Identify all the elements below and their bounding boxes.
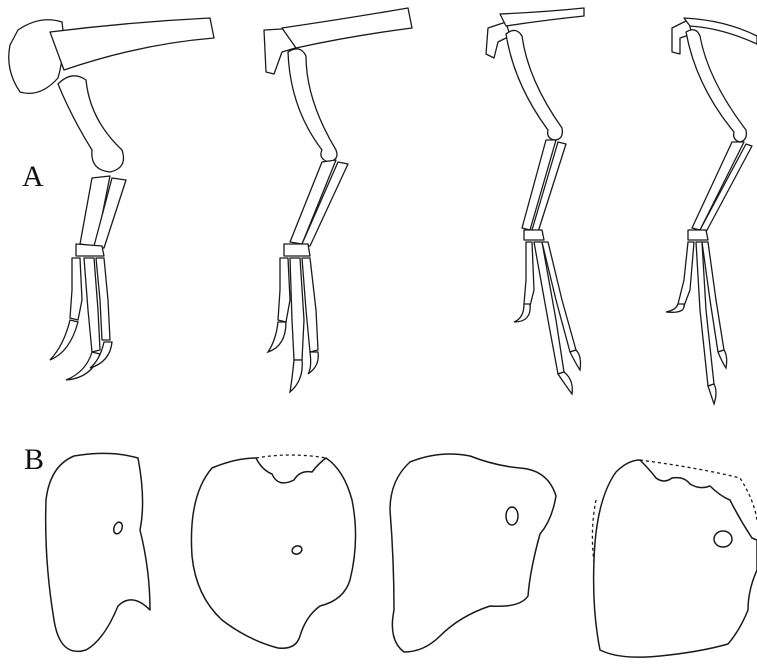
limb-3-claw-2: [558, 372, 572, 394]
outline-shape-1: [46, 453, 150, 651]
outline-2-missing-edge: [256, 455, 326, 458]
limb-3-digit-1: [524, 242, 534, 306]
limb-3-scapula: [500, 8, 584, 26]
outline-shape-4: [592, 460, 757, 657]
outline-4-foramen: [714, 531, 732, 547]
outline-2-contour: [191, 458, 355, 648]
limb-3-carpals: [524, 230, 544, 240]
limb-2-claw-2: [290, 360, 302, 392]
limb-4-claw-1: [666, 304, 684, 312]
limb-skeleton-2: [264, 8, 412, 392]
limb-3-claw-1: [514, 304, 530, 322]
limb-2-scapula: [282, 8, 412, 48]
limb-1-humerus: [58, 76, 124, 172]
outline-shape-3: [390, 454, 556, 652]
limb-4-digit-1: [678, 242, 694, 306]
limb-2-claw-1: [268, 322, 286, 352]
outline-shape-2: [191, 455, 355, 648]
limb-2-digit-2: [290, 258, 304, 360]
limb-4-carpals: [688, 230, 708, 240]
limb-3-humerus: [506, 30, 562, 140]
outline-4-contour: [594, 460, 757, 657]
limb-2-digit-3: [302, 258, 318, 352]
limb-2-humerus: [288, 49, 337, 162]
limb-1-claw-1: [50, 320, 78, 360]
limb-4-claw-2: [708, 384, 716, 404]
outline-3-foramen: [506, 507, 518, 525]
limb-1-carpals: [76, 244, 104, 256]
limb-1-digit-1: [70, 258, 82, 320]
limb-2-digit-1: [278, 258, 290, 322]
outline-1-contour: [46, 453, 150, 651]
limb-skeleton-3: [486, 8, 584, 394]
limb-4-claw-3: [718, 350, 727, 368]
outline-3-contour: [390, 454, 556, 652]
limb-2-carpals: [284, 244, 310, 256]
limb-2-claw-3: [308, 352, 318, 374]
limb-4-humerus: [686, 30, 746, 142]
limb-skeleton-4: [666, 18, 757, 404]
limb-3-claw-3: [570, 350, 581, 370]
limb-skeleton-1: [9, 18, 214, 380]
limb-1-scapula: [50, 18, 214, 70]
limb-4-ulna: [692, 142, 744, 230]
